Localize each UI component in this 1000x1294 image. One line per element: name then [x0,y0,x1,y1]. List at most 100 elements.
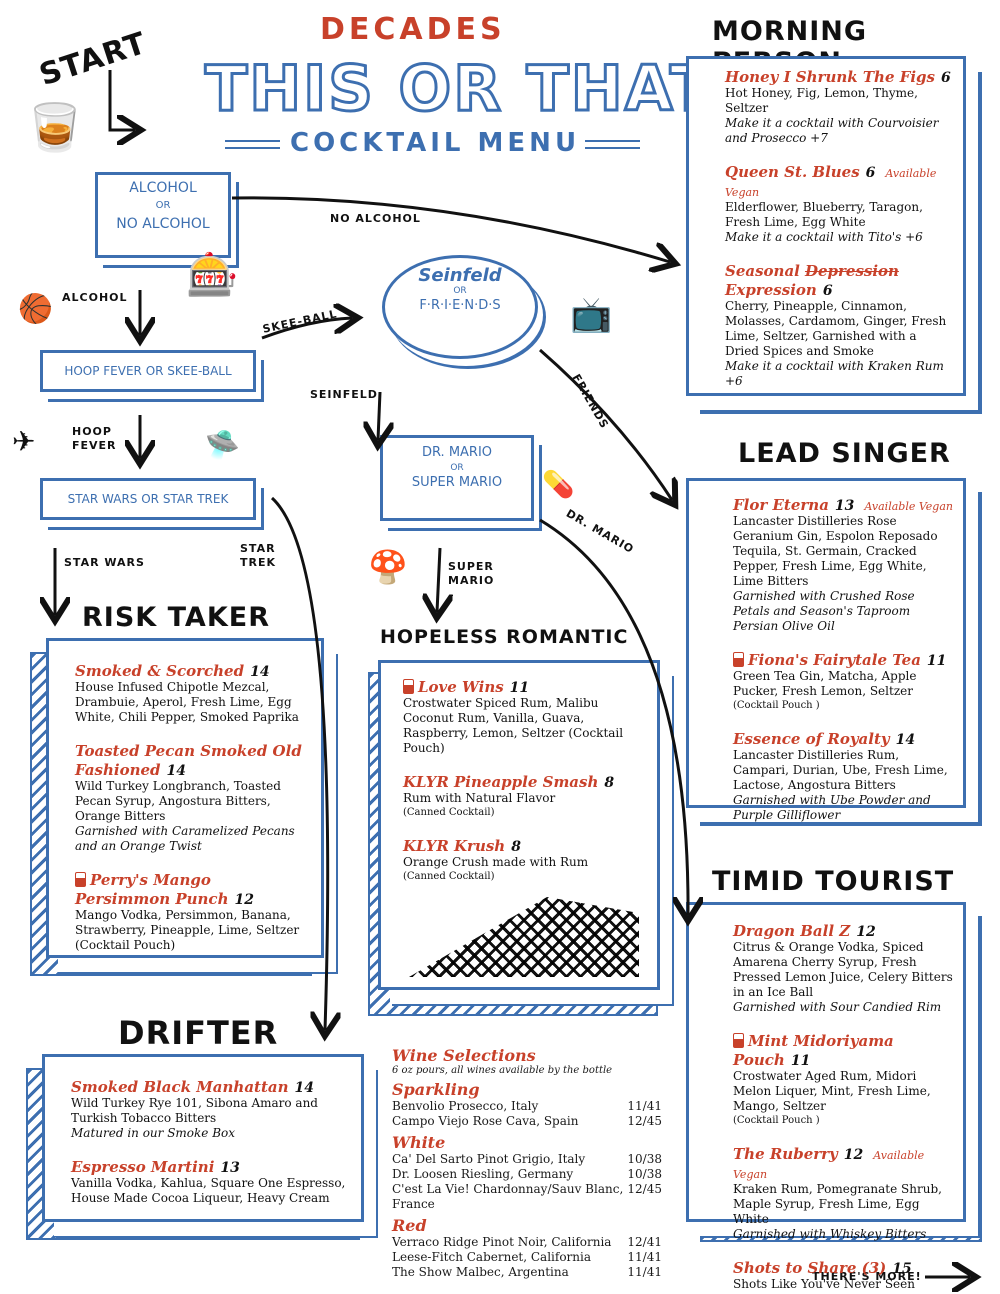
item-name: KLYR Krush [403,837,506,855]
cocktail-pouch-icon [733,652,744,667]
wine-price: 10/38 [627,1152,662,1166]
seinfeld-or-text: OR [453,286,467,296]
item-small-note: (Canned Cocktail) [403,807,495,818]
friends-label: FRIENDS [569,371,612,432]
tv-icon: 📺 [570,295,613,335]
item-name: Dragon Ball Z [733,922,851,940]
item-ingredients: Orange Crush made with Rum [403,855,589,869]
cocktail-pouch-icon [75,872,86,887]
item-name: Smoked Black Manhattan [71,1078,289,1096]
item-note: Garnished with Sour Candied Rim [733,1000,942,1014]
item-name: Flor Eterna [733,496,829,514]
dr-mario-text: DR. MARIO [421,445,493,460]
item-note: Garnished with Whiskey Bitters [733,1227,927,1241]
starship-icon: 🛸 [205,428,240,461]
wine-name: Leese-Fitch Cabernet, California [392,1250,592,1264]
item-ingredients: Shots Like You've Never Seen [733,1277,915,1291]
item-ingredients: Elderflower, Blueberry, Taragon, Fresh L… [725,200,923,229]
item-name: Smoked & Scorched [75,662,245,680]
wine-name: C'est La Vie! Chardonnay/Sauv Blanc, Fra… [392,1182,624,1211]
wine-name: The Show Malbec, Argentina [392,1265,569,1279]
item-price: 12 [856,924,876,940]
item-price: 14 [294,1080,315,1096]
item-price: 14 [250,664,270,680]
arrow-super-mario [437,547,440,612]
item-price: 15 [892,1261,912,1277]
star-trek-label: STAR TREK [240,542,277,569]
risk-taker-title: RISK TAKER [82,602,270,633]
mario-or-text: OR [450,463,464,473]
arrow-seinfeld [378,391,380,440]
item-note: Garnished with Caramelized Pecans and an… [75,824,295,853]
item-small-note: (Cocktail Pouch ) [733,1115,820,1126]
item-ingredients: Citrus & Orange Vodka, Spiced Amarena Ch… [733,940,953,999]
item-price: 8 [604,775,615,791]
lead-singer-title: LEAD SINGER [738,438,951,469]
item-note: Matured in our Smoke Box [71,1126,236,1140]
arrow-no-alcohol [231,196,670,262]
item-ingredients: Mango Vodka, Persimmon, Banana, Strawber… [75,908,300,952]
alcohol-label: ALCOHOL [62,291,128,304]
item-name-prefix: Seasonal [725,262,800,280]
wine-price: 11/41 [627,1265,662,1279]
item-name: Perry's Mango Persimmon Punch [75,871,229,908]
menu-item: Shots to Share (3) 15 Shots Like You've N… [733,1258,953,1292]
item-ingredients: Cherry, Pineapple, Cinnamon, Molasses, C… [725,299,947,358]
wine-name: Benvolio Prosecco, Italy [392,1099,539,1113]
item-price: 11 [790,1053,811,1069]
vegan-badge: Available Vegan [864,500,953,513]
item-price: 6 [822,283,833,299]
menu-item: Dragon Ball Z 12 Citrus & Orange Vodka, S… [733,921,953,1015]
item-name: Fiona's Fairytale Tea [748,651,921,669]
item-name: Queen St. Blues [725,163,860,181]
item-note: Make it a cocktail with Courvoisier and … [725,116,939,145]
seinfeld-label: SEINFELD [310,388,378,401]
goomba-icon: 🍄 [368,548,408,586]
wine-row: C'est La Vie! Chardonnay/Sauv Blanc, Fra… [392,1182,662,1212]
menu-item: Perry's Mango Persimmon Punch 12 Mango Vo… [75,870,311,953]
item-ingredients: Kraken Rum, Pomegranate Shrub, Maple Syr… [733,1182,942,1226]
wine-white-label: White [392,1133,446,1152]
hoop-fever-label: HOOP FEVER [72,425,117,452]
item-ingredients: Lancaster Distilleries Rum, Campari, Dur… [733,748,948,792]
hopeless-romantic-title: HOPELESS ROMANTIC [380,626,629,648]
skee-ball-label: SKEE-BALL [261,307,339,336]
timid-tourist-title: TIMID TOURIST [712,866,955,897]
seinfeld-text: Seinfeld [418,265,502,286]
item-note: Make it a cocktail with Kraken Rum +6 [725,359,944,388]
item-ingredients: Green Tea Gin, Matcha, Apple Pucker, Fre… [733,669,917,698]
vegan-badge: Available Vegan [725,167,937,199]
timid-tourist-panel: Dragon Ball Z 12 Citrus & Orange Vodka, S… [686,902,966,1291]
item-name: The Ruberry [733,1145,838,1163]
item-name: Love Wins [418,678,504,696]
item-name: Shots to Share (3) [733,1259,887,1277]
item-price: 6 [865,165,876,181]
wine-price: 12/45 [627,1114,662,1128]
item-price: 12 [234,892,254,908]
vegan-badge: Available Vegan [733,1149,925,1181]
item-ingredients: Vanilla Vodka, Kahlua, Square One Espres… [71,1176,346,1205]
item-ingredients: Rum with Natural Flavor [403,791,556,805]
alcohol-choice-line-3: NO ALCOHOL [116,216,210,232]
item-note: Garnished with Ube Powder and Purple Gil… [733,793,931,822]
wine-price: 12/45 [627,1182,662,1196]
alcohol-choice-line-1: ALCOHOL [129,180,197,196]
wine-price: 10/38 [627,1167,662,1181]
header-rule-right-2 [585,147,640,149]
